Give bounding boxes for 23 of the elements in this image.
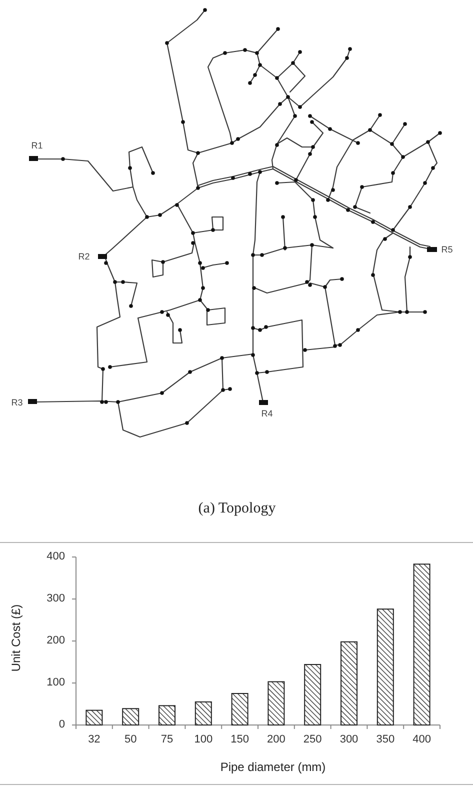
reservoir-label: R5 [441,246,453,254]
figure-caption: (a) Topology [198,502,276,516]
axis-tick-label: 300 [340,734,358,746]
axis-tick-label: 150 [230,734,249,746]
axis-tick-label: 100 [194,734,213,746]
reservoir-label: R3 [11,398,23,408]
reservoir-label: R2 [78,252,90,262]
axis-tick-label: 50 [124,734,137,746]
axis-tick-label: 250 [303,734,322,746]
axis-tick-label: 100 [46,678,65,688]
reservoir-label: R4 [261,410,273,418]
axis-tick-label: 32 [88,734,100,746]
axis-tick-label: 75 [160,734,174,746]
axis-title: Pipe diameter (mm) [220,761,326,773]
axis-tick-label: 300 [46,594,65,604]
axis-tick-label: 350 [376,734,395,746]
axis-tick-label: 400 [412,734,431,746]
axis-tick-label: 400 [46,552,65,562]
axis-tick-label: 200 [267,734,286,746]
axis-tick-label: 0 [58,720,65,730]
axis-title: Unit Cost (£) [10,604,22,672]
reservoir-label: R1 [31,142,43,150]
axis-tick-label: 200 [46,636,65,646]
